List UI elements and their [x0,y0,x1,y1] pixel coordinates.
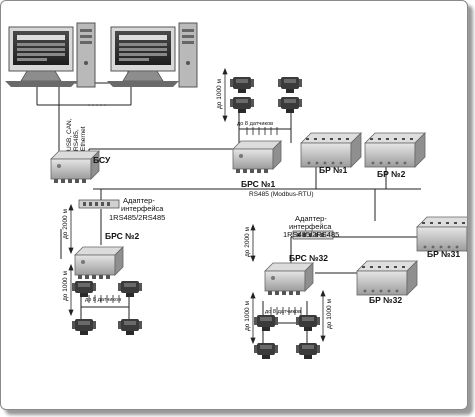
br2-unit-icon [364,132,426,168]
brs2-unit-icon [74,246,124,280]
adapter-1-icon [78,199,120,209]
bsu-unit-icon [50,150,100,184]
br2-label: БР №2 [377,169,406,179]
br31-unit-icon [416,216,467,252]
brs1-unit-icon [232,140,282,174]
distance-1000-label: до 1000 м [62,271,69,301]
adapter-2-icon [292,230,334,240]
sensor-icon [72,319,96,335]
distance-2000-label: до 2000 м [62,209,69,239]
sensor-icon [118,281,142,297]
sensor-icon [278,97,302,113]
adapter-2-label-line1: Адаптер- [295,214,327,223]
network-diagram-frame: USB, CAN, RS485, Ethernet БСУ БРС №1 БР … [0,0,468,410]
workstation-2-icon [106,22,198,88]
sensor-icon [118,319,142,335]
br31-label: БР №31 [427,249,460,259]
sensor-icon [254,315,278,331]
distance-1000-label: до 1000 м [326,299,333,329]
sensor-icon [72,281,96,297]
conn-usb-can-label: USB, CAN, [66,118,73,151]
conn-rs485-label: RS485, [73,129,80,151]
adapter-1-label-line1: Адаптер- [123,196,155,205]
sensor-count-label-brs1: до 8 датчиков [237,121,273,127]
adapter-2-label-line3: 1RS485/2RS485 [283,230,339,239]
brs1-label: БРС №1 [241,179,276,189]
sensor-icon [296,343,320,359]
sensor-count-label-brs2: до 8 датчиков [85,297,121,303]
bus-label: RS485 (Modbus-RTU) [249,191,314,198]
sensor-icon [296,315,320,331]
distance-2000-label: до 2000 м [244,227,251,257]
br1-unit-icon [300,132,362,168]
br32-label: БР №32 [369,295,402,305]
sensor-icon [254,343,278,359]
workstation-1-icon [4,22,96,88]
conn-ethernet-label: Ethernet [80,126,87,151]
adapter-2-label-line2: интерфейса [289,222,332,231]
network-diagram: USB, CAN, RS485, Ethernet БСУ БРС №1 БР … [4,22,467,359]
brs32-label: БРС №32 [289,253,328,263]
br1-label: БР №1 [319,165,348,175]
br32-unit-icon [356,260,418,296]
sensor-icon [278,77,302,93]
sensor-icon [230,97,254,113]
sensor-icon [230,77,254,93]
adapter-1-label-line3: 1RS485/2RS485 [109,213,165,222]
distance-1000-label: до 1000 м [216,79,223,109]
brs32-unit-icon [264,262,314,296]
bsu-label: БСУ [93,155,111,165]
adapter-1-label-line2: интерфейса [121,204,164,213]
brs2-label: БРС №2 [105,231,140,241]
distance-1000-label: до 1000 м [244,301,251,331]
sensor-count-label-brs32: до 8 датчиков [265,309,301,315]
